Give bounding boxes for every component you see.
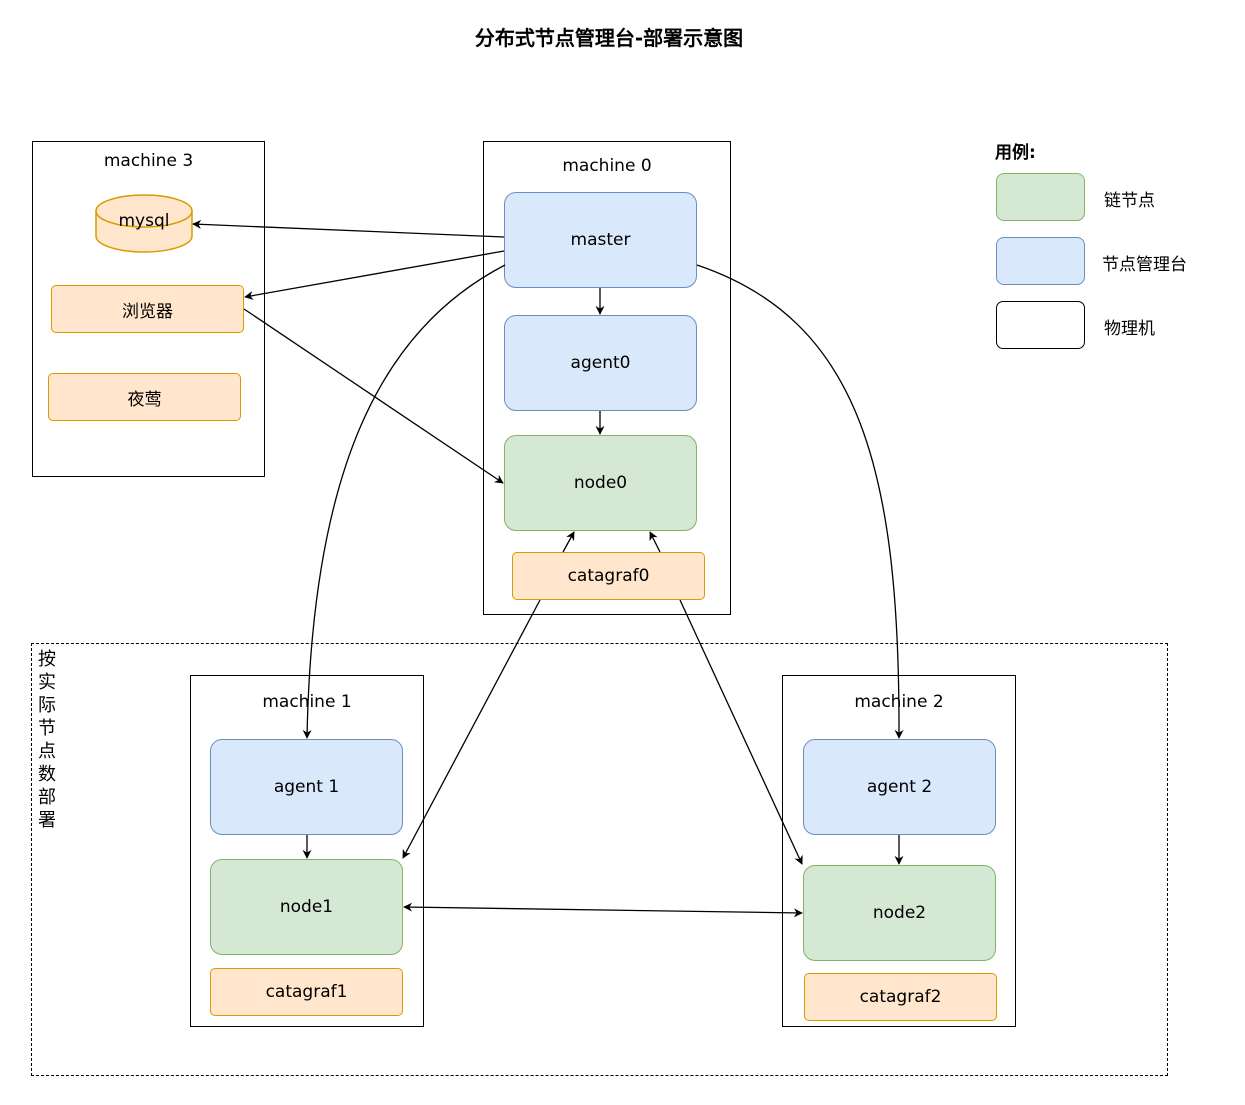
machine-1-label: machine 1 xyxy=(262,692,352,712)
deployment-region-label: 按实际节点数部署 xyxy=(38,649,56,831)
catagraf0-box: catagraf0 xyxy=(512,552,705,600)
master-box: master xyxy=(504,192,697,288)
machine-3-label: machine 3 xyxy=(103,151,194,171)
machine-0-label: machine 0 xyxy=(562,156,652,176)
nightingale-box: 夜莺 xyxy=(48,373,241,421)
catagraf2-box: catagraf2 xyxy=(804,973,997,1021)
machine-2-label: machine 2 xyxy=(854,692,944,712)
edge-browser-node0 xyxy=(243,308,504,484)
agent2-box: agent 2 xyxy=(803,739,996,835)
legend-swatch-white xyxy=(996,301,1085,349)
node1-box: node1 xyxy=(210,859,403,955)
agent0-box: agent0 xyxy=(504,315,697,411)
legend-label-chain-node: 链节点 xyxy=(1104,191,1155,211)
agent1-box: agent 1 xyxy=(210,739,403,835)
node0-box: node0 xyxy=(504,435,697,531)
catagraf1-box: catagraf1 xyxy=(210,968,403,1016)
mysql-label: mysql xyxy=(118,211,170,231)
legend-label-physical-machine: 物理机 xyxy=(1104,319,1155,339)
edge-master-browser xyxy=(244,250,505,301)
deployment-region xyxy=(31,643,1168,1076)
node2-box: node2 xyxy=(803,865,996,961)
legend-title: 用例: xyxy=(995,143,1036,163)
legend-swatch-green xyxy=(996,173,1085,221)
legend-label-node-console: 节点管理台 xyxy=(1102,255,1187,275)
browser-box: 浏览器 xyxy=(51,285,244,333)
legend-swatch-blue xyxy=(996,237,1085,285)
diagram-title: 分布式节点管理台-部署示意图 xyxy=(474,26,744,50)
